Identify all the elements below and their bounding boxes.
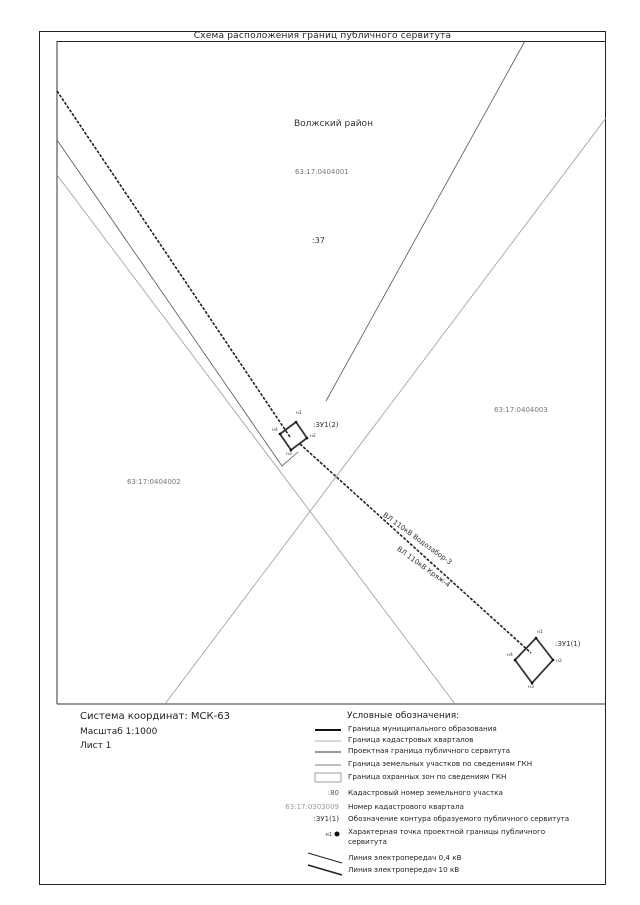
parcel-boundary-left [56,139,299,467]
legend-item: Граница земельных участков по сведениям … [0,759,640,770]
power-line-04-symbol [307,852,343,864]
servitude-label-1: :ЗУ1(1) [555,640,581,648]
parcel-label: :37 [312,236,325,245]
legend-item: Проектная граница публичного сервитута [0,746,640,757]
point-label: н3 [286,452,292,457]
legend-text: Линия электропередач 10 кВ [348,865,460,874]
point-label: н2 [310,434,316,439]
parcel-boundary-symbol [315,764,341,766]
power-line-upper [56,90,291,438]
point-marker [289,448,293,452]
legend-text: Граница охранных зон по сведениям ГКН [348,772,507,781]
legend-text: Характерная точка проектной границы публ… [348,827,546,846]
point-label: н1 [296,411,302,416]
scale-text: Масштаб 1:1000 [80,727,158,737]
point-marker [551,658,555,662]
legend-item: Линия электропередач 0,4 кВ [0,852,640,864]
legend-item: :ЗУ1(1) Обозначение контура образуемого … [0,814,640,825]
point-marker [278,432,282,436]
legend-item: Граница кадастровых кварталов [0,735,640,746]
legend-text: Номер кадастрового квартала [348,802,464,811]
point-marker [305,436,309,440]
quarter-label-left: 63:17:0404002 [127,478,181,486]
legend-text: Обозначение контура образуемого публично… [348,814,570,823]
legend-item: 63:17:0303009 Номер кадастрового квартал… [0,802,640,813]
legend-text: Граница земельных участков по сведениям … [348,759,533,768]
point-label: н4 [272,428,278,433]
protection-zone-symbol [314,772,342,783]
drawing-frame [39,31,606,885]
municipal-boundary-symbol [315,729,341,731]
parcel-boundary-right [325,40,526,402]
quarter-label-top: 63:17:0404001 [295,168,349,176]
power-line-10-symbol [307,864,343,876]
quarter-boundary-cross [164,117,607,705]
servitude-contour-2 [278,420,309,452]
legend-item: Линия электропередач 10 кВ [0,864,640,876]
legend-text: Граница кадастровых кварталов [348,735,474,744]
legend-sample-label: :80 [327,789,339,797]
point-marker [530,681,534,685]
legend-sample-label: н1 [325,832,332,838]
quarter-boundary-diagonal [56,174,456,705]
legend-item: :80 Кадастровый номер земельного участка [0,788,640,799]
quarter-boundary-symbol [315,740,341,742]
coordinate-system: Система координат: МСК-63 [80,711,230,722]
point-label: н3 [528,685,534,690]
point-label: н2 [556,659,562,664]
point-label: н4 [507,653,513,658]
legend-text: Проектная граница публичного сервитута [348,746,511,755]
legend-item: Граница охранных зон по сведениям ГКН [0,772,640,783]
quarter-label-right: 63:17:0404003 [494,406,548,414]
sheet-number: Лист 1 [80,741,112,751]
point-symbol-icon [334,831,340,837]
power-line-lower [299,443,532,654]
point-marker [294,420,298,424]
district-label: Волжский район [294,119,373,129]
legend-sample-label: :ЗУ1(1) [313,815,339,823]
title-divider [57,41,606,42]
servitude-label-2: :ЗУ1(2) [313,421,339,429]
legend-text: Линия электропередач 0,4 кВ [348,853,462,862]
legend-item: Граница муниципального образования [0,724,640,735]
legend-text: Кадастровый номер земельного участка [348,788,503,797]
point-marker [513,658,517,662]
legend-sample-label: 63:17:0303009 [285,803,339,811]
legend-text: Граница муниципального образования [348,724,497,733]
legend-item: н1 Характерная точка проектной границы п… [0,827,640,849]
drawing-title: Схема расположения границ публичного сер… [193,31,452,41]
servitude-boundary-symbol [315,751,341,753]
legend-title: Условные обозначения: [347,711,460,721]
point-label: н1 [537,630,543,635]
point-marker [534,636,538,640]
